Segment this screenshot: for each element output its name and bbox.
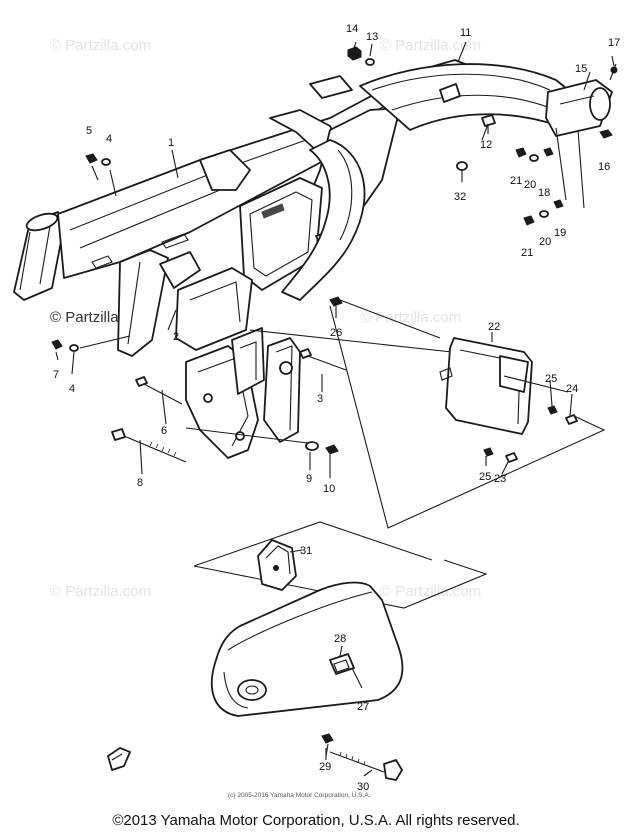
callout-4-lower: 4 bbox=[69, 383, 75, 395]
hardware bbox=[51, 46, 618, 463]
callout-18: 18 bbox=[538, 187, 550, 199]
callout-labels: 1 2 3 4 4 5 6 7 8 9 10 11 12 13 14 15 16… bbox=[53, 23, 620, 793]
callout-20-lower: 20 bbox=[539, 236, 551, 248]
callout-24: 24 bbox=[566, 383, 578, 395]
callout-4: 4 bbox=[106, 133, 112, 145]
callout-28: 28 bbox=[334, 633, 346, 645]
callout-23: 23 bbox=[494, 473, 506, 485]
chain-case bbox=[211, 581, 404, 717]
callout-3: 3 bbox=[317, 393, 323, 405]
watermark: © Partzilla.com bbox=[360, 309, 461, 326]
callout-12: 12 bbox=[480, 139, 492, 151]
callout-22: 22 bbox=[488, 321, 500, 333]
callout-8: 8 bbox=[137, 477, 143, 489]
callout-14: 14 bbox=[346, 23, 358, 35]
callout-21: 21 bbox=[510, 175, 522, 187]
callout-15: 15 bbox=[575, 63, 587, 75]
tail-bracket bbox=[545, 79, 613, 209]
chain-guide bbox=[257, 539, 297, 591]
callout-lines bbox=[139, 41, 615, 777]
callout-10: 10 bbox=[323, 483, 335, 495]
callout-20: 20 bbox=[524, 179, 536, 191]
cover-bolts bbox=[107, 733, 403, 781]
callout-25: 25 bbox=[545, 373, 557, 385]
callout-9: 9 bbox=[306, 473, 312, 485]
watermark: © Partzilla.com bbox=[380, 583, 481, 600]
watermark: © Partzilla.com bbox=[50, 37, 151, 54]
watermark: © Partzilla.com bbox=[50, 583, 151, 600]
callout-7: 7 bbox=[53, 369, 59, 381]
callout-26: 26 bbox=[330, 327, 342, 339]
callout-2: 2 bbox=[173, 331, 179, 343]
watermark: © Partzilla.com bbox=[380, 37, 481, 54]
callout-13: 13 bbox=[366, 31, 378, 43]
callout-1: 1 bbox=[168, 137, 174, 149]
callout-17: 17 bbox=[608, 37, 620, 49]
bracket-plate bbox=[439, 337, 578, 463]
callout-31: 31 bbox=[300, 545, 312, 557]
callout-27: 27 bbox=[357, 701, 369, 713]
callout-25-lower: 25 bbox=[479, 471, 491, 483]
callout-30: 30 bbox=[357, 781, 369, 793]
callout-16: 16 bbox=[598, 161, 610, 173]
callout-32: 32 bbox=[454, 191, 466, 203]
callout-19: 19 bbox=[554, 227, 566, 239]
callout-21-lower: 21 bbox=[521, 247, 533, 259]
frame-assembly bbox=[13, 59, 471, 459]
footer-copyright: ©2013 Yamaha Motor Corporation, U.S.A. A… bbox=[112, 812, 520, 829]
leader-box-lines bbox=[193, 299, 606, 609]
callout-29: 29 bbox=[319, 761, 331, 773]
callout-5: 5 bbox=[86, 125, 92, 137]
callout-6: 6 bbox=[161, 425, 167, 437]
callout-11: 11 bbox=[460, 27, 471, 39]
diagram-credit: (c) 2005-2016 Yamaha Motor Corporation, … bbox=[228, 792, 371, 799]
